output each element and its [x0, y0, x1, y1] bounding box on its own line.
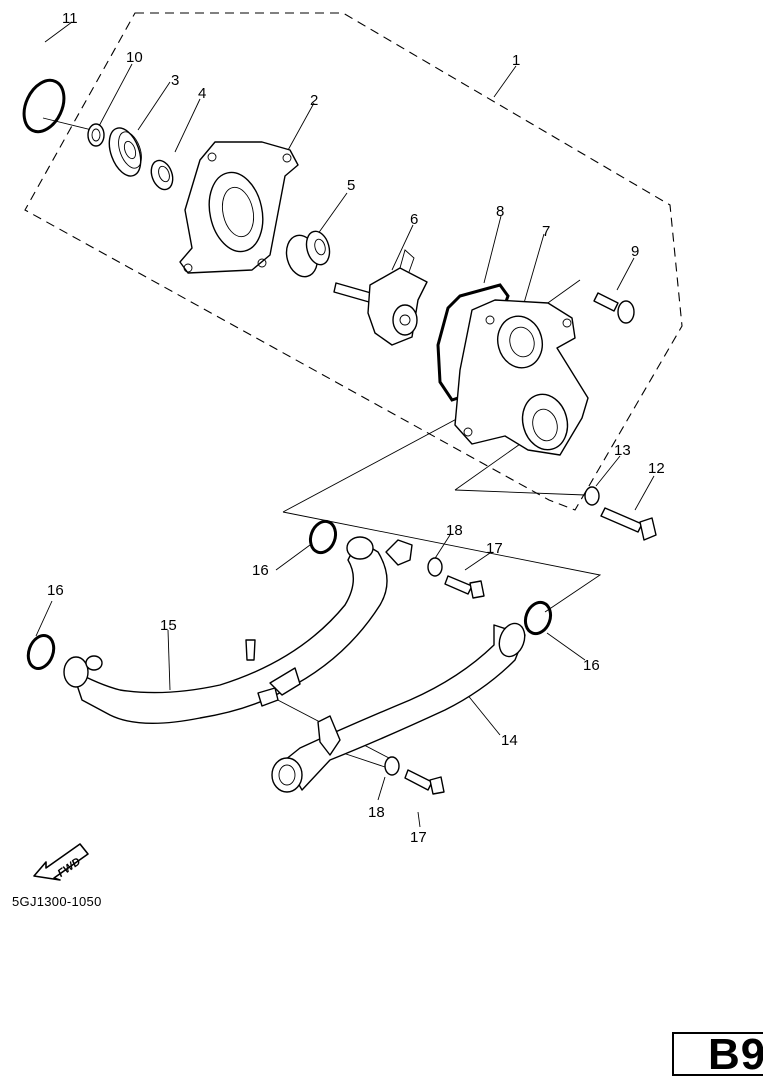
callout-17-top: 17	[486, 540, 503, 557]
pump-cover-part-7	[454, 299, 589, 456]
leader-lines	[35, 21, 655, 828]
forward-direction-arrow-icon: FWD	[30, 838, 94, 882]
mechanical-seal-part-5	[285, 230, 331, 278]
water-pipe-part-14	[257, 622, 526, 793]
washer-part-18-bottom	[384, 756, 400, 776]
bolt-part-17-top	[444, 575, 485, 599]
callout-18-bottom: 18	[368, 804, 385, 821]
oil-seal-part-4	[150, 159, 174, 191]
callout-10: 10	[126, 49, 143, 66]
callout-17-bottom: 17	[410, 829, 427, 846]
callout-16-mid: 16	[252, 562, 269, 579]
callout-6: 6	[410, 211, 418, 228]
callout-2: 2	[310, 92, 318, 109]
o-ring-part-11	[22, 78, 66, 134]
drawing-code: 5GJ1300-1050	[12, 894, 102, 909]
callout-14: 14	[501, 732, 518, 749]
o-ring-part-16-top	[308, 519, 338, 555]
callout-16-right: 16	[583, 657, 600, 674]
callout-7: 7	[542, 223, 550, 240]
callout-9: 9	[631, 243, 639, 260]
bolt-part-12	[600, 507, 657, 541]
circlip-part-10	[87, 123, 105, 147]
callout-12: 12	[648, 460, 665, 477]
page-section-label: B9	[708, 1032, 763, 1076]
pump-housing-part-2	[179, 141, 299, 274]
o-ring-part-16-right	[523, 600, 553, 636]
callout-5: 5	[347, 177, 355, 194]
assembly-boundary	[24, 12, 683, 511]
page-section-tag: B9	[672, 1032, 763, 1076]
washer-part-13	[584, 486, 600, 506]
bolt-part-17-bottom	[404, 769, 445, 795]
callout-13: 13	[614, 442, 631, 459]
callout-1: 1	[512, 52, 520, 69]
callout-3: 3	[171, 72, 179, 89]
water-pipe-part-15	[63, 536, 413, 724]
o-ring-part-16-left	[26, 634, 56, 670]
part-callouts: 1 2 3 4 5 6 7 8 9 10 11 12 13 14 15 16 1…	[47, 10, 665, 846]
callout-15: 15	[160, 617, 177, 634]
callout-4: 4	[198, 85, 206, 102]
callout-11: 11	[62, 10, 78, 27]
bolt-part-9	[593, 292, 635, 324]
callout-8: 8	[496, 203, 504, 220]
washer-part-18-top	[427, 557, 443, 577]
callout-18-top: 18	[446, 522, 463, 539]
impeller-shaft-part-6	[333, 249, 428, 346]
callout-16-left: 16	[47, 582, 64, 599]
bearing-part-3	[108, 127, 142, 177]
